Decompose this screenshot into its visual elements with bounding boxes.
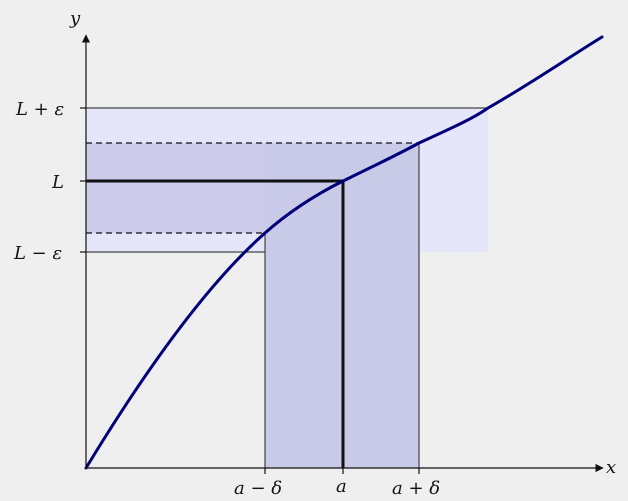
x-tick-label-center: a (336, 476, 347, 497)
x-tick-label-right: a + δ (392, 478, 440, 499)
function-curve (84, 35, 604, 470)
inner-overlap-left (86, 143, 265, 233)
x-tick-label-left: a − δ (234, 478, 282, 499)
y-axis-label: y (69, 8, 81, 29)
y-tick-label-center: L (51, 172, 64, 193)
y-tick-label-upper: L + ε (15, 99, 64, 120)
y-tick-label-lower: L − ε (13, 243, 62, 264)
x-axis-label: x (606, 457, 616, 478)
